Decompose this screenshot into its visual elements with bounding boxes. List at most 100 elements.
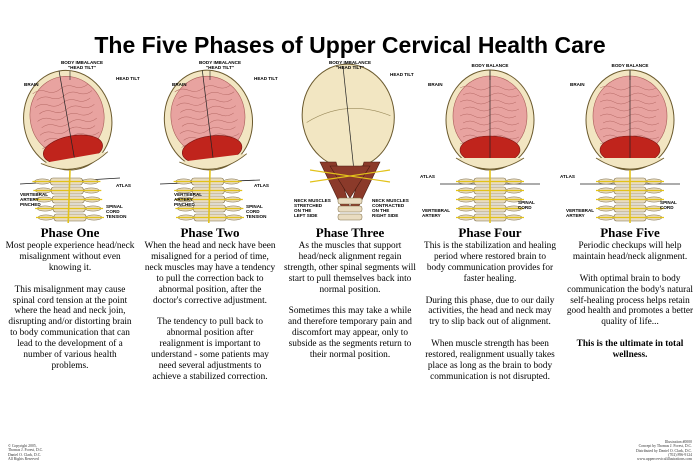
head-group bbox=[585, 69, 675, 171]
brain-fold bbox=[32, 83, 88, 95]
label-spinal-cord: SPINAL CORD TENSION bbox=[246, 204, 267, 219]
label-neck-muscles-contracted: NECK MUSCLES CONTRACTED ON THE RIGHT SID… bbox=[372, 198, 409, 218]
label-atlas: ATLAS bbox=[560, 174, 575, 179]
midline bbox=[342, 66, 354, 166]
brain-fold bbox=[39, 125, 96, 136]
brain-fold bbox=[36, 90, 93, 101]
label-brain: BRAIN bbox=[24, 82, 39, 87]
brain-fold bbox=[599, 113, 657, 119]
phase-title: Phase Two bbox=[180, 225, 240, 240]
label-body-balance: BODY BALANCE bbox=[471, 63, 509, 68]
brain-fold bbox=[462, 106, 520, 112]
skull-base bbox=[40, 151, 109, 170]
phase-three-illustration bbox=[301, 63, 395, 221]
nerve-line bbox=[309, 169, 391, 183]
paragraph: Most people experience head/neck misalig… bbox=[5, 241, 135, 273]
brain-fold bbox=[462, 120, 520, 126]
label-head-tilt: HEAD TILT bbox=[390, 72, 414, 77]
paragraph: Periodic checkups will help maintain hea… bbox=[572, 241, 688, 262]
skull-base bbox=[455, 157, 525, 170]
label-head-tilt-quote: "HEAD TILT" bbox=[205, 65, 234, 70]
label-head-tilt: HEAD TILT bbox=[254, 76, 278, 81]
paragraph: With optimal brain to body communication… bbox=[566, 273, 694, 328]
brain-fold bbox=[459, 127, 517, 133]
vertebra bbox=[337, 205, 363, 213]
label-atlas: ATLAS bbox=[420, 174, 435, 179]
brain-fold bbox=[34, 97, 91, 108]
label-body-imbalance: BODY IMBALANCE bbox=[60, 60, 104, 65]
label-atlas: ATLAS bbox=[116, 183, 131, 188]
paragraph: Sometimes this may take a while and ther… bbox=[288, 306, 412, 361]
footer-credits: Illustration #0000 Concept by Thomas J. … bbox=[636, 440, 692, 461]
skull-base bbox=[179, 153, 248, 170]
phase-description: When the head and neck have been misalig… bbox=[144, 241, 276, 394]
label-body-imbalance: BODY IMBALANCE bbox=[198, 60, 242, 65]
phase-four-illustration bbox=[440, 69, 540, 223]
paragraph: The tendency to pull back to abnormal po… bbox=[151, 317, 269, 382]
label-body-imbalance: BODY IMBALANCE bbox=[328, 60, 372, 65]
brain-fold bbox=[459, 85, 517, 91]
brain-fold bbox=[599, 85, 657, 91]
footer-line: Thomas J. Forest, D.C. bbox=[8, 448, 44, 453]
brain-fold bbox=[462, 92, 520, 98]
head-group bbox=[163, 69, 254, 171]
brain-fold bbox=[459, 113, 517, 119]
label-head-tilt: HEAD TILT bbox=[116, 76, 140, 81]
paragraph: When muscle strength has been restored, … bbox=[425, 339, 555, 382]
skull-back-group bbox=[301, 63, 395, 169]
spinal-cord-line bbox=[67, 169, 71, 224]
brain-fold bbox=[39, 104, 95, 115]
footer-line: All Rights Reserved bbox=[8, 456, 39, 461]
phase-title: Phase Three bbox=[315, 225, 385, 240]
brain-fold bbox=[599, 99, 657, 105]
brain-fold bbox=[180, 105, 237, 113]
brain-fold bbox=[179, 126, 236, 134]
phase-one-column: BODY IMBALANCE "HEAD TILT" BRAIN HEAD TI… bbox=[0, 58, 140, 458]
phase-title: Phase Five bbox=[600, 225, 660, 240]
phase-description: Most people experience head/neck misalig… bbox=[4, 241, 136, 383]
spinal-cord-line bbox=[208, 169, 211, 224]
label-atlas: ATLAS bbox=[254, 183, 269, 188]
brain-fold bbox=[178, 91, 235, 99]
midline bbox=[201, 70, 215, 168]
label-spinal-cord: SPINAL CORD bbox=[660, 200, 677, 210]
footer-line: Distributed by Daniel O. Clark, D.C. bbox=[636, 448, 692, 453]
phase-one-illustration bbox=[19, 69, 121, 224]
label-neck-muscles-stretched: NECK MUSCLES STRETCHED ON THE LEFT SIDE bbox=[294, 198, 331, 218]
phase-description: As the muscles that support head/neck al… bbox=[284, 241, 416, 372]
vertebra bbox=[337, 213, 363, 221]
label-brain: BRAIN bbox=[570, 82, 585, 87]
brain-fold bbox=[602, 106, 660, 112]
footer-line: © Copyright 2005, bbox=[8, 444, 37, 448]
footer-line: Concept by Thomas J. Forest, D.C. bbox=[638, 444, 692, 449]
brain-fold bbox=[181, 119, 238, 127]
phase-two-column: BODY IMBALANCE "HEAD TILT" BRAIN HEAD TI… bbox=[140, 58, 280, 458]
phase-two-illustration bbox=[159, 69, 261, 224]
label-brain: BRAIN bbox=[172, 82, 187, 87]
paragraph: During this phase, due to our daily acti… bbox=[425, 295, 555, 328]
label-vertebral-artery: VERTEBRAL ARTERY bbox=[422, 208, 451, 218]
label-vertebral-artery: VERTEBRAL ARTERY bbox=[566, 208, 595, 218]
brain-fold bbox=[178, 112, 234, 120]
label-vertebral-artery: VERTEBRAL ARTERY PINCHED bbox=[174, 192, 203, 207]
phase-five-column: BODY BALANCE BRAIN ATLAS VERTEBRAL ARTER… bbox=[560, 58, 700, 458]
footer-line: www.uppercervicalillustrations.com bbox=[636, 457, 692, 462]
poster-title: The Five Phases of Upper Cervical Health… bbox=[94, 32, 606, 58]
label-spinal-cord: SPINAL CORD TENSION bbox=[106, 204, 127, 219]
brain-fold bbox=[602, 92, 660, 98]
midline bbox=[58, 70, 77, 168]
brain-fold bbox=[176, 98, 233, 107]
label-brain: BRAIN bbox=[428, 82, 443, 87]
label-spinal-cord: SPINAL CORD bbox=[518, 200, 535, 210]
phase-title: Phase One bbox=[40, 225, 100, 240]
paragraph: When the head and neck have been misalig… bbox=[144, 241, 276, 306]
paragraph: This is the stabilization and healing pe… bbox=[424, 241, 556, 284]
footer-line: Daniel O. Clark, D.C. bbox=[8, 452, 42, 457]
footer-copyright: © Copyright 2005, Thomas J. Forest, D.C.… bbox=[8, 444, 43, 461]
phase-title: Phase Four bbox=[458, 225, 522, 240]
paragraph: As the muscles that support head/neck al… bbox=[284, 241, 416, 295]
label-head-tilt-quote: "HEAD TILT" bbox=[335, 65, 364, 70]
brain-fold bbox=[602, 120, 660, 126]
paragraph: This misalignment may cause spinal cord … bbox=[8, 284, 132, 371]
phase-description: Periodic checkups will help maintain hea… bbox=[564, 241, 696, 372]
